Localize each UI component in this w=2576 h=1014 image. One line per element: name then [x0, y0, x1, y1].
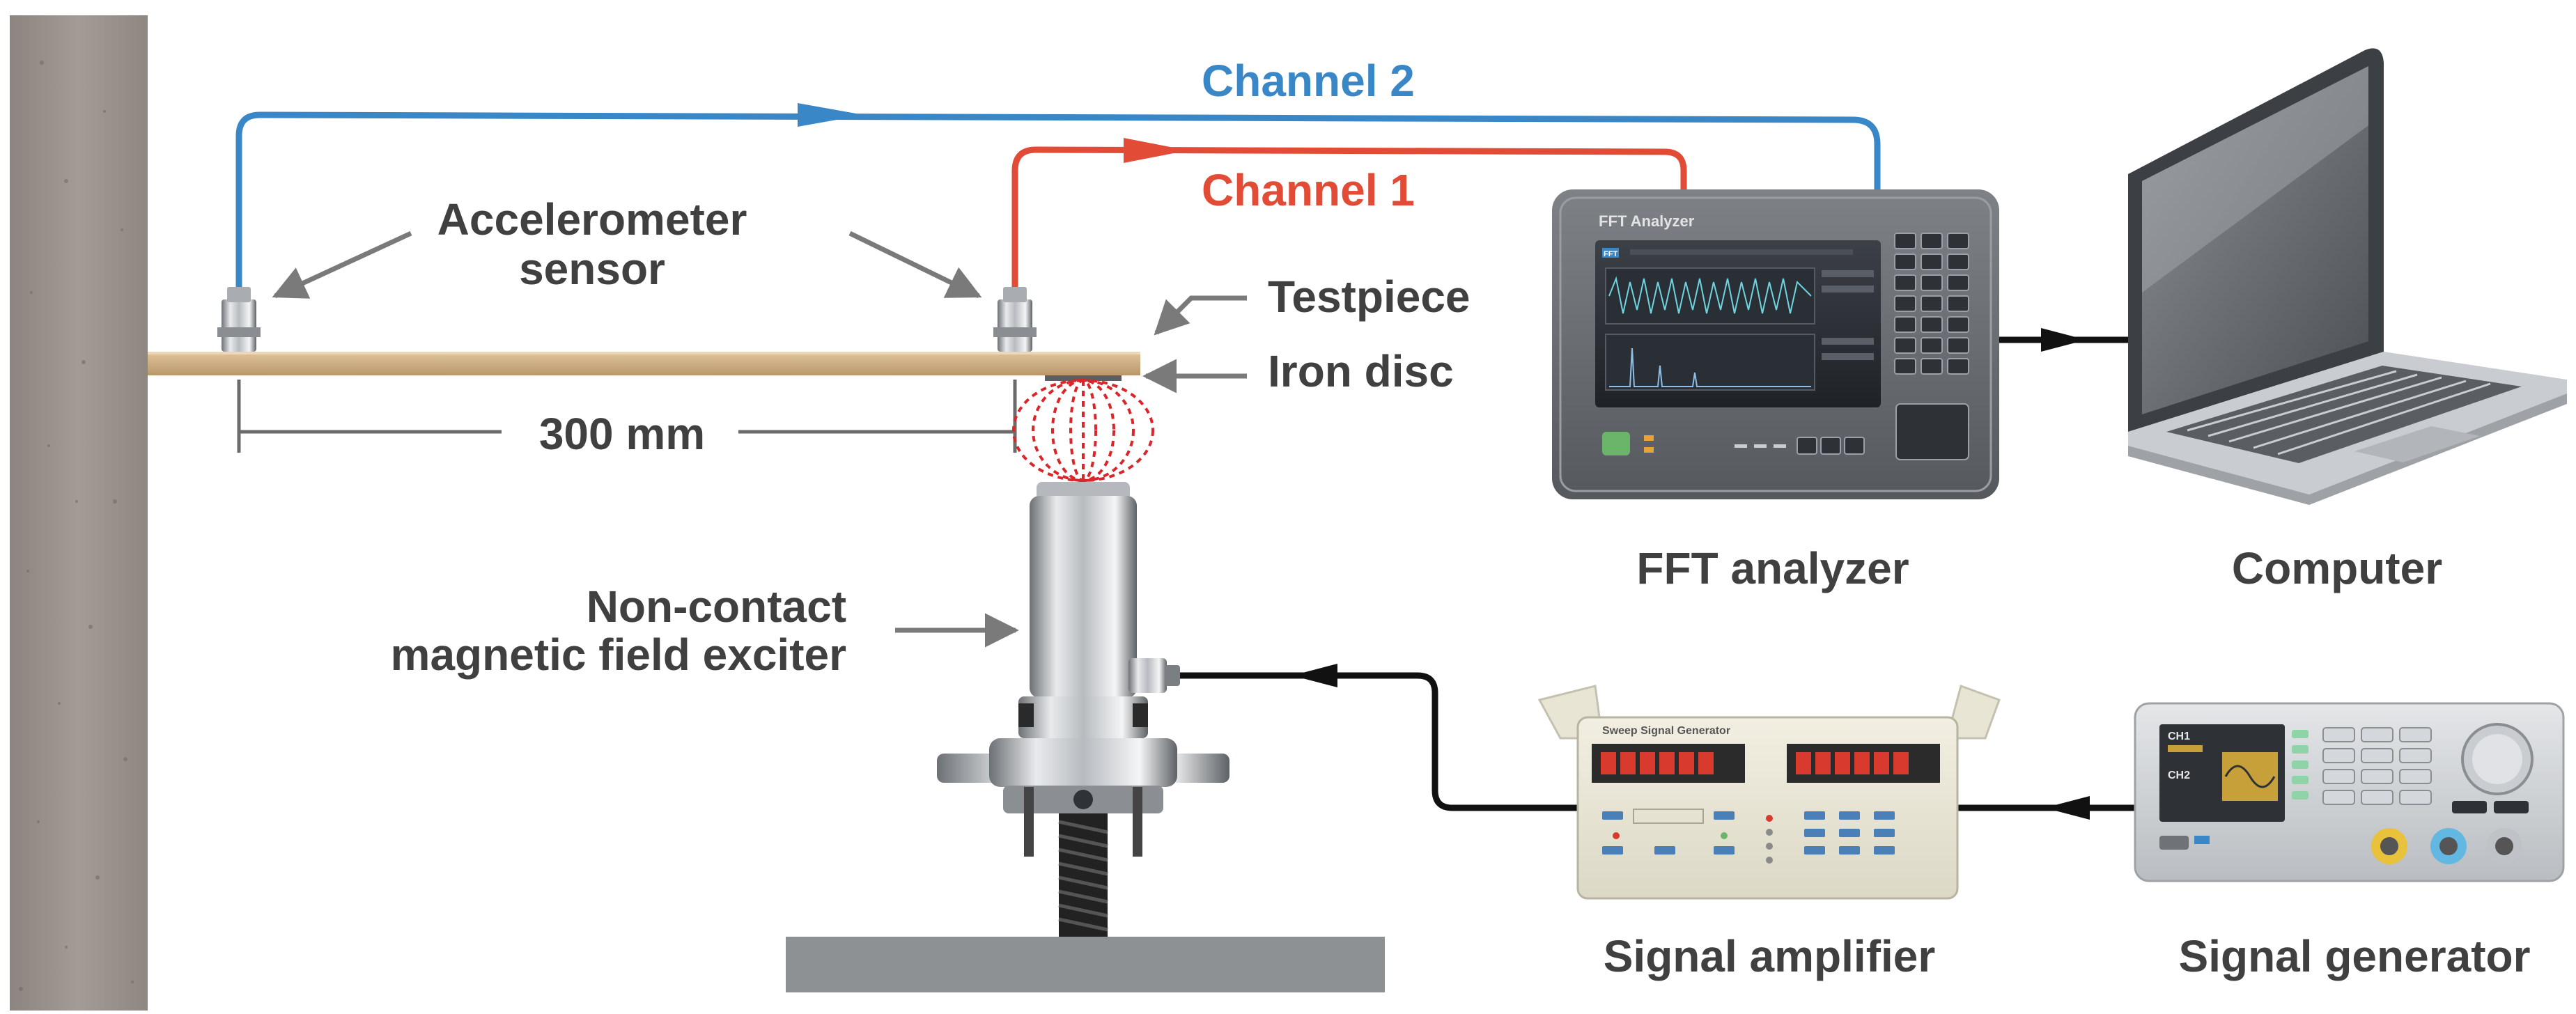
- testpiece-label: Testpiece: [1268, 272, 1471, 322]
- distance-dimension: [237, 380, 1017, 453]
- channel-1-cable: [1011, 138, 1687, 287]
- accelerometer-label-line2: sensor: [519, 244, 665, 294]
- accelerometer-leader-right: [848, 231, 982, 299]
- generator-ch1-text: CH1: [2168, 731, 2190, 742]
- generator-to-amplifier-arrow: [2044, 796, 2090, 820]
- amplifier-title-text: Sweep Signal Generator: [1602, 725, 1730, 737]
- accelerometer-sensor-left: [217, 287, 261, 352]
- amplifier-to-exciter-arrow: [1292, 664, 1337, 687]
- fft-analyzer-label: FFT analyzer: [1636, 543, 1909, 593]
- generator-ch2-text: CH2: [2168, 770, 2190, 781]
- signal-generator-device: CH1 CH2: [2134, 702, 2565, 882]
- exciter-label-line2: magnetic field exciter: [391, 630, 846, 680]
- laptop-computer: [2128, 48, 2567, 505]
- channel-2-cable: [235, 103, 1881, 287]
- channel-2-arrow: [798, 103, 864, 127]
- accelerometer-leader-left: [272, 231, 412, 299]
- channel-2-label: Channel 2: [1202, 56, 1415, 106]
- testpiece-beam: [148, 352, 1140, 375]
- signal-amplifier-label: Signal amplifier: [1604, 931, 1936, 981]
- fft-header-text: FFT Analyzer: [1599, 212, 1695, 230]
- channel-1-label: Channel 1: [1202, 165, 1415, 215]
- signal-amplifier-device: Sweep Signal Generator: [1537, 685, 2001, 900]
- accelerometer-label-line1: Accelerometer: [437, 194, 747, 244]
- iron-disc: [1045, 375, 1122, 381]
- exciter-label-line1: Non-contact: [587, 582, 846, 632]
- fft-screen-tag: FFT: [1604, 250, 1617, 258]
- magnetic-field-exciter: [937, 482, 1229, 939]
- fft-analyzer-device: FFT Analyzer FFT: [1552, 189, 1999, 499]
- accelerometer-sensor-right: [993, 287, 1037, 352]
- distance-label: 300 mm: [539, 409, 705, 459]
- signal-generator-label: Signal generator: [2179, 931, 2531, 981]
- concrete-wall: [10, 15, 148, 1011]
- computer-label: Computer: [2232, 543, 2442, 593]
- fft-to-computer-cable: [1996, 328, 2146, 352]
- magnetic-field-lines: [1012, 379, 1154, 482]
- testpiece-leader: [1154, 295, 1247, 336]
- channel-1-arrow: [1124, 138, 1188, 163]
- iron-disc-label: Iron disc: [1268, 346, 1454, 396]
- signal-cable: [1180, 664, 2139, 820]
- base-plate: [786, 937, 1385, 992]
